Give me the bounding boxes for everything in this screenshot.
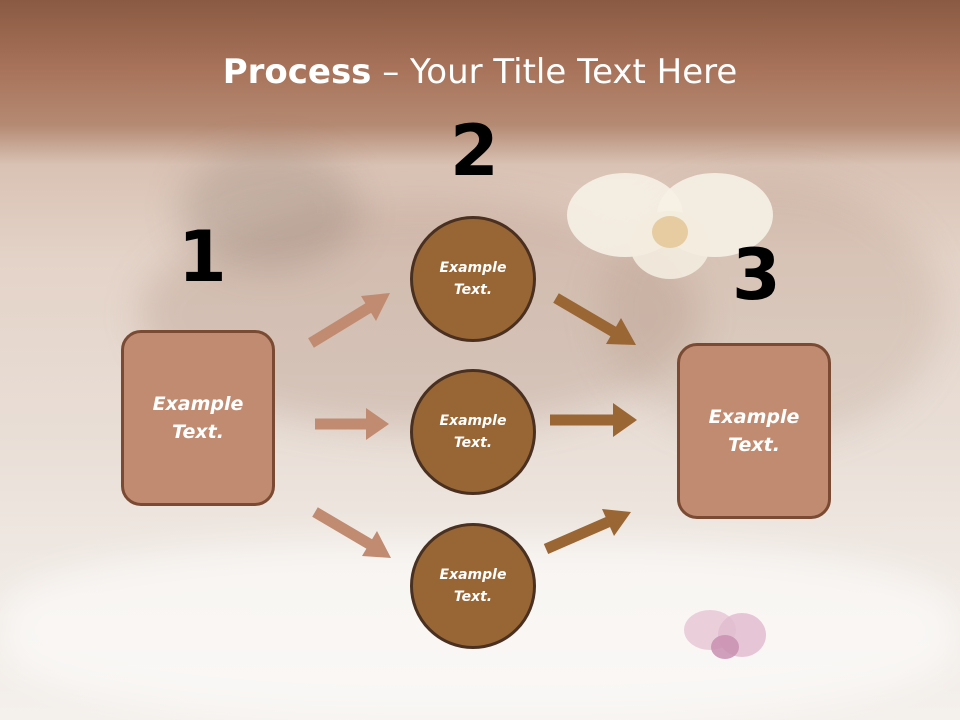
step-3-label: Example Text. [708, 405, 800, 457]
orchid-flower-icon [567, 173, 773, 279]
step-2-circle-bottom: Example Text. [410, 523, 536, 649]
arrow-step1-to-top [308, 293, 390, 348]
title-rest: – Your Title Text Here [371, 52, 738, 92]
step-1-label: Example Text. [152, 392, 244, 444]
step-number-3: 3 [732, 234, 781, 316]
step-number-2: 2 [450, 110, 499, 192]
slide-title: Process – Your Title Text Here [0, 52, 960, 92]
arrow-step1-to-bottom [312, 507, 391, 558]
step-1-box: Example Text. [121, 330, 275, 506]
arrow-middle-to-step3 [550, 403, 637, 437]
orchid-flower-icon [684, 610, 766, 659]
step-2-circle-top: Example Text. [410, 216, 536, 342]
title-bold: Process [222, 52, 372, 92]
step-number-1: 1 [178, 216, 227, 298]
step-3-box: Example Text. [677, 343, 831, 519]
step-2-circle-middle-label: Example Text. [439, 412, 507, 451]
arrow-bottom-to-step3 [543, 509, 631, 555]
step-2-circle-middle: Example Text. [410, 369, 536, 495]
arrow-top-to-step3 [553, 293, 636, 345]
background-photo-shade [180, 150, 360, 270]
step-2-circle-bottom-label: Example Text. [439, 566, 507, 605]
arrow-step1-to-middle [315, 408, 389, 440]
step-2-circle-top-label: Example Text. [439, 259, 507, 298]
